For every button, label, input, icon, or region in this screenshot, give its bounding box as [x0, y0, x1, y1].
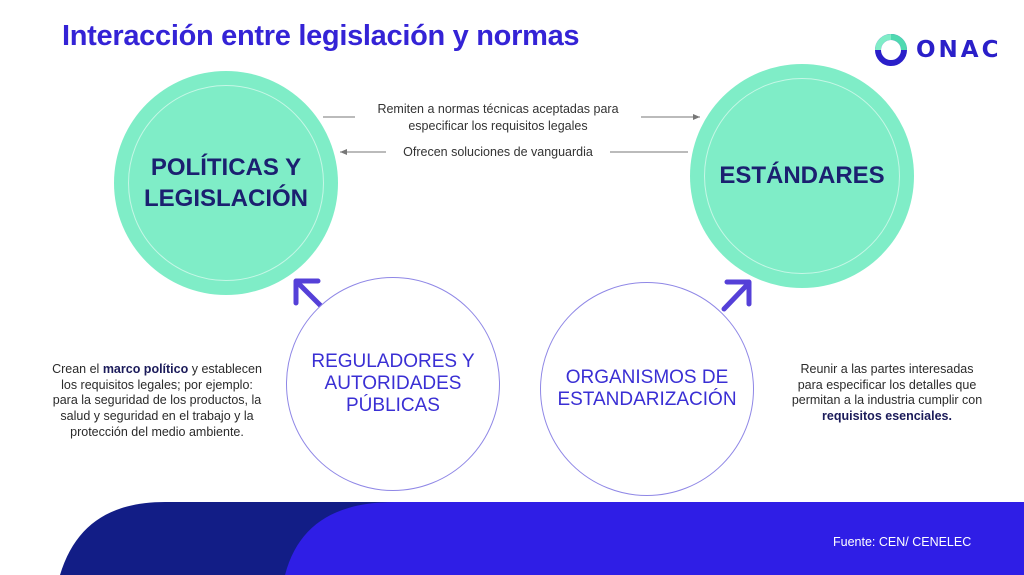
organismos-circle: ORGANISMOS DE ESTANDARIZACIÓN — [540, 282, 754, 496]
logo-text: ONAC — [916, 37, 1002, 63]
organismos-label-line1: ORGANISMOS DE — [565, 367, 729, 389]
estandares-inner-ring — [704, 78, 900, 274]
right-description: Reunir a las partes interesadas para esp… — [787, 362, 987, 425]
left-desc-text-2: y establecen los requisitos legales; por… — [52, 362, 262, 439]
right-desc-text: Reunir a las partes interesadas para esp… — [791, 362, 983, 408]
left-description: Crean el marco político y establecen los… — [48, 362, 266, 440]
politicas-label-line1: POLÍTICAS Y — [150, 153, 302, 181]
flow-text-top: Remiten a normas técnicas aceptadas para… — [358, 101, 638, 135]
page-title: Interacción entre legislación y normas — [62, 20, 580, 52]
onac-logo: ONAC — [874, 32, 1001, 68]
left-desc-text-1: Crean el — [52, 362, 103, 376]
source-footnote: Fuente: CEN/ CENELEC — [833, 535, 972, 549]
estandares-circle: ESTÁNDARES — [690, 64, 914, 288]
organismos-label: ORGANISMOS DE ESTANDARIZACIÓN — [557, 367, 736, 411]
reguladores-circle: REGULADORES Y AUTORIDADES PÚBLICAS — [286, 277, 500, 491]
politicas-circle: POLÍTICAS Y LEGISLACIÓN — [114, 71, 338, 295]
onac-logo-icon — [875, 34, 907, 66]
reguladores-label-line3: PÚBLICAS — [346, 394, 440, 416]
reguladores-label: REGULADORES Y AUTORIDADES PÚBLICAS — [311, 351, 474, 417]
politicas-label-line2: LEGISLACIÓN — [143, 185, 308, 212]
flow-text-top-line2: especificar los requisitos legales — [408, 118, 588, 133]
reguladores-label-line2: AUTORIDADES — [324, 373, 462, 395]
flow-text-bottom: Ofrecen soluciones de vanguardia — [403, 145, 593, 159]
flow-text-top-line1: Remiten a normas técnicas aceptadas para — [377, 102, 619, 116]
organismos-label-line2: ESTANDARIZACIÓN — [557, 389, 737, 410]
right-desc-bold: requisitos esenciales. — [822, 408, 952, 423]
left-desc-bold: marco político — [102, 362, 189, 376]
politicas-inner-ring — [128, 85, 324, 281]
politicas-label: POLÍTICAS Y LEGISLACIÓN — [144, 152, 308, 214]
estandares-label: ESTÁNDARES — [719, 162, 885, 190]
reguladores-label-line1: REGULADORES Y — [311, 351, 475, 373]
